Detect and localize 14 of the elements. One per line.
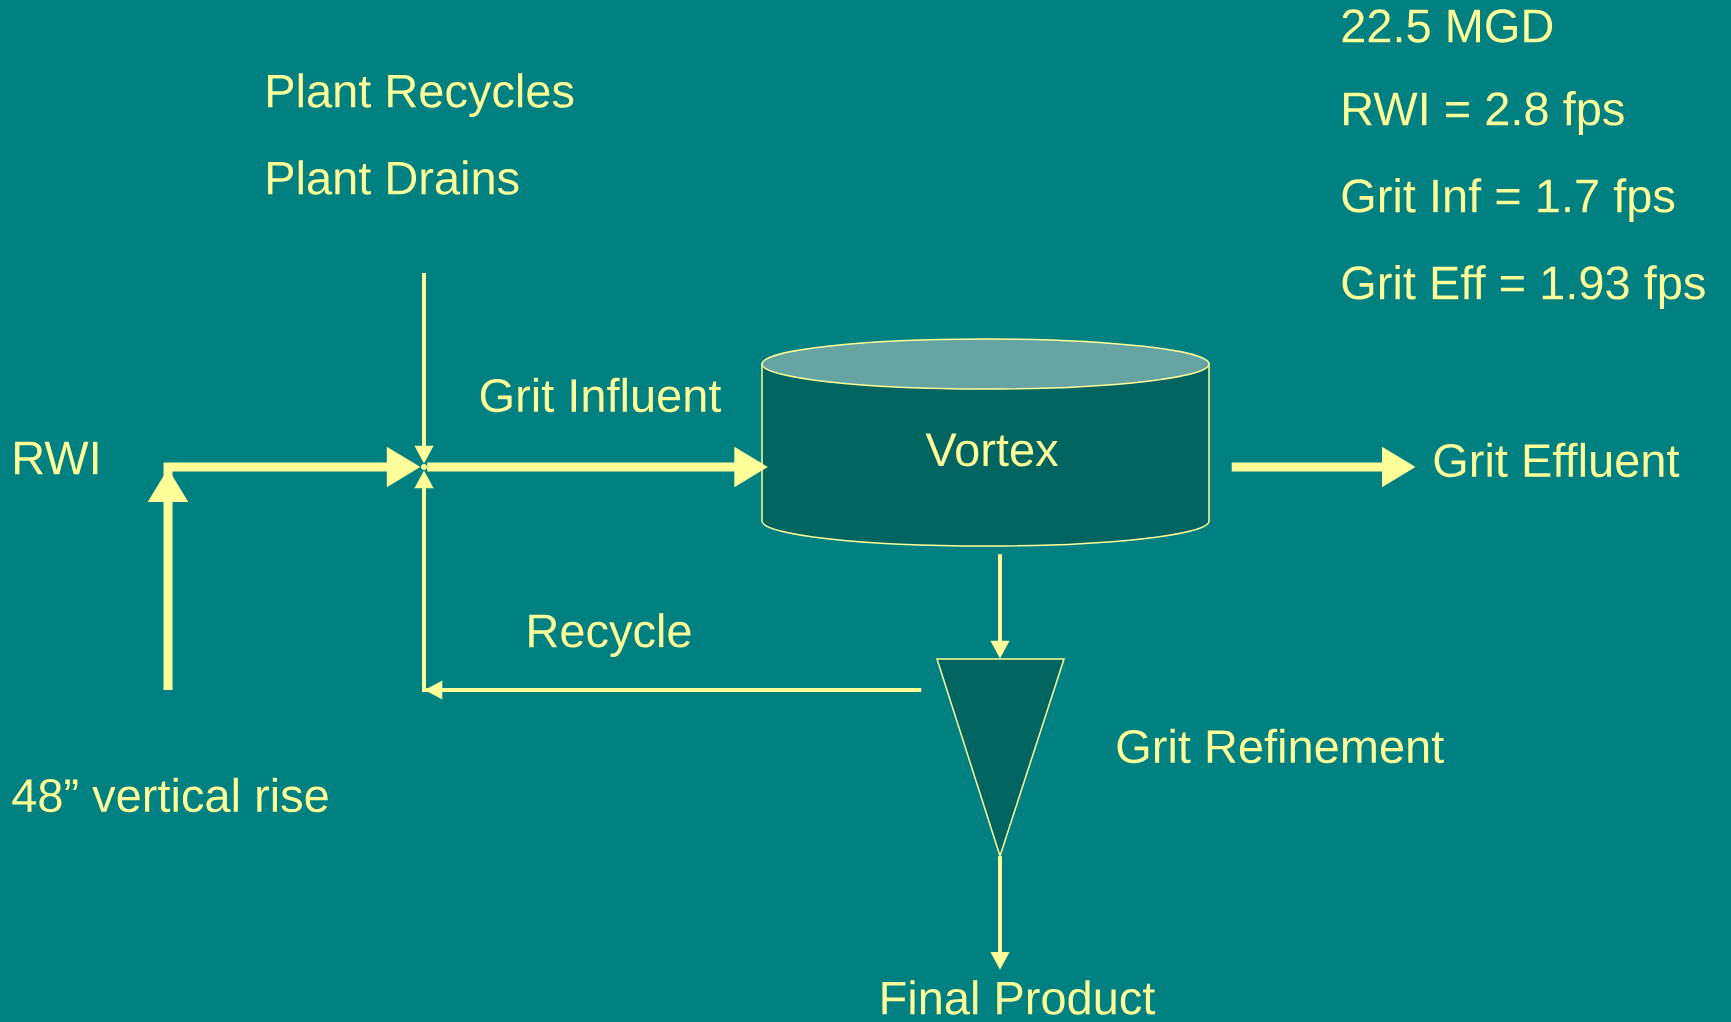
text-label: Grit Inf = 1.7 fps [1342,178,1675,222]
text-label: Plant Recycles Plant Drains [268,73,574,195]
text-label: RWI [15,441,98,475]
text-label: Grit Eff = 1.93 fps [1342,265,1705,309]
text-label: Grit Refinement [1117,728,1444,764]
text-label: 22.5 MGD [1342,9,1553,43]
cylinder-tank: Vortex [761,338,1210,547]
junction-point [421,464,427,470]
text-label: RWI = 2.8 fps [1344,91,1624,135]
text-label: Final Product [882,980,1156,1015]
edge-label: Recycle [523,611,695,659]
edge-label: Grit Influent [476,375,724,415]
text-label: 48” vertical rise [12,777,328,813]
text-label: Grit Effluent [1434,442,1680,478]
